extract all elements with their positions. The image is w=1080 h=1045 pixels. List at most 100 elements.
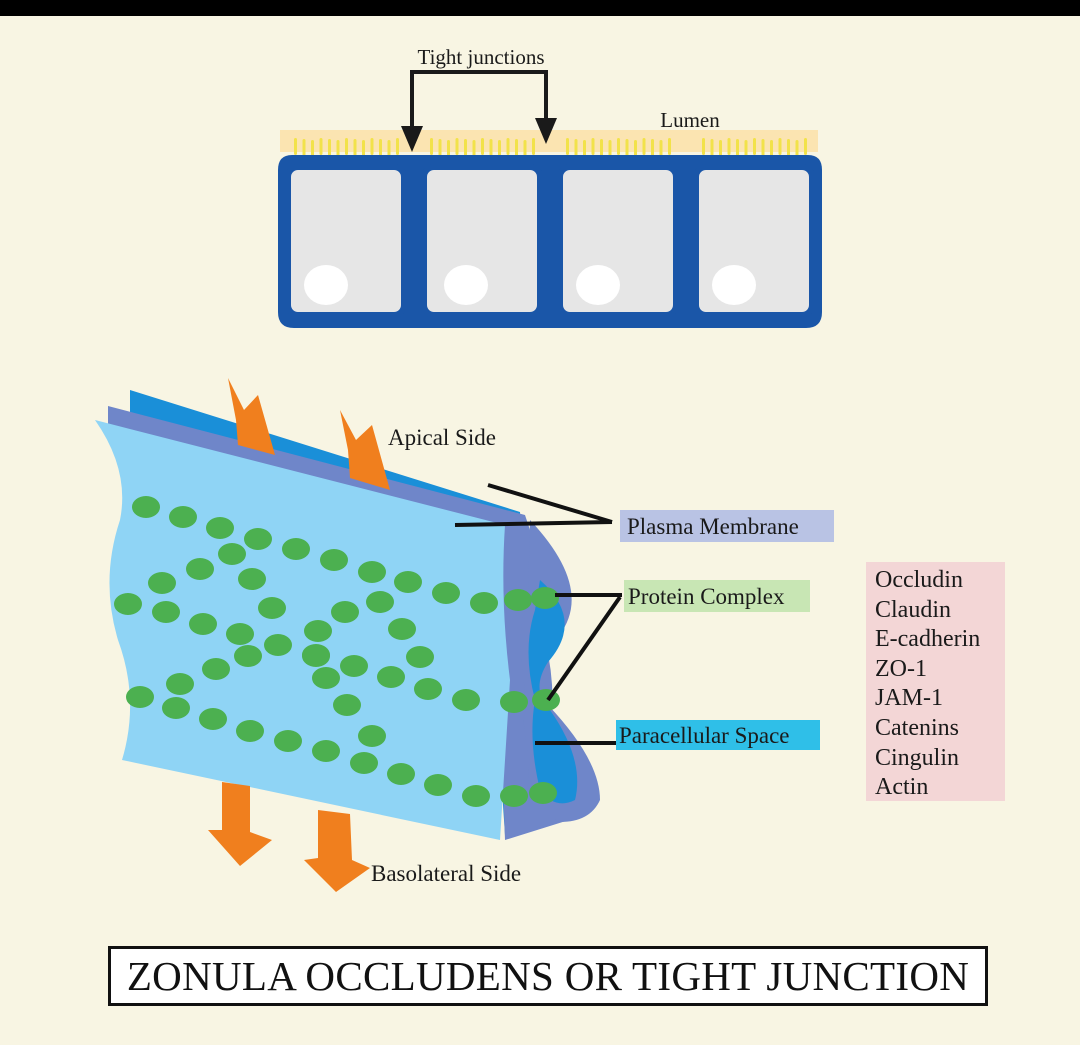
microvillus (387, 140, 391, 157)
protein-item: Cingulin (875, 744, 960, 771)
microvillus (795, 140, 799, 157)
cell-nucleus (576, 265, 620, 305)
top-black-bar (0, 0, 1080, 16)
protein-particle (504, 589, 532, 611)
microvillus (515, 139, 518, 156)
protein-particle (114, 593, 142, 615)
protein-particle (132, 496, 160, 518)
protein-particle (236, 720, 264, 742)
protein-particle (333, 694, 361, 716)
protein-particle (358, 725, 386, 747)
protein-complex-label-bg (624, 580, 810, 612)
protein-particle (531, 587, 559, 609)
microvillus (481, 138, 484, 155)
microvillus (302, 139, 306, 156)
protein-list: Occludin Claudin E-cadherin ZO-1 JAM-1 C… (866, 562, 1005, 801)
protein-particle (199, 708, 227, 730)
protein-particle (258, 597, 286, 619)
bracket-line (410, 70, 548, 136)
paracellular-space-label: Paracellular Space (619, 723, 790, 748)
plasma-leader-2 (454, 520, 613, 527)
microvillus (727, 138, 731, 155)
microvillus (353, 139, 357, 156)
protein-particle (238, 568, 266, 590)
protein-particle (169, 506, 197, 528)
basolateral-side-label: Basolateral Side (371, 861, 521, 886)
protein-particle (387, 763, 415, 785)
microvillus (396, 138, 399, 155)
protein-particle (218, 543, 246, 565)
lumen-label: Lumen (660, 108, 720, 132)
tight-junction-bracket (410, 70, 548, 136)
protein-particle (462, 785, 490, 807)
protein-particle (302, 644, 330, 666)
basolateral-arrow-2 (304, 810, 370, 892)
protein-particle (312, 740, 340, 762)
microvillus (710, 139, 714, 156)
cell-nucleus (304, 265, 348, 305)
microvillus (778, 138, 782, 155)
paracellular-space-label-bg (616, 720, 820, 750)
microvillus (294, 138, 297, 155)
protein-particle (126, 686, 154, 708)
protein-item: JAM-1 (875, 685, 944, 712)
protein-particle (162, 697, 190, 719)
protein-particle (148, 572, 176, 594)
protein-particle (358, 561, 386, 583)
microvillus (642, 138, 646, 155)
protein-item: Claudin (875, 596, 951, 623)
protein-particle (470, 592, 498, 614)
protein-particle (320, 549, 348, 571)
protein-particle (432, 582, 460, 604)
diagram-title: ZONULA OCCLUDENS OR TIGHT JUNCTION (108, 946, 988, 1006)
cell-nucleus (712, 265, 756, 305)
protein-particle (424, 774, 452, 796)
microvillus (311, 140, 314, 157)
microvillus (438, 139, 442, 156)
tight-junctions-label: Tight junctions (417, 45, 544, 69)
protein-particle (226, 623, 254, 645)
protein-particle (388, 618, 416, 640)
protein-particle (340, 655, 368, 677)
apical-side-label: Apical Side (388, 425, 496, 450)
microvillus (489, 139, 493, 156)
protein-particle (189, 613, 217, 635)
basolateral-arrows (208, 782, 370, 892)
protein-particle (406, 646, 434, 668)
microvillus (566, 138, 569, 155)
apical-arrow-1 (228, 378, 275, 455)
protein-particle (202, 658, 230, 680)
microvillus (625, 139, 629, 156)
microvillus (455, 138, 459, 155)
microvillus (370, 138, 374, 155)
microvillus (804, 138, 807, 155)
protein-particle (274, 730, 302, 752)
microvillus (506, 138, 510, 155)
protein-leader-2 (546, 595, 622, 702)
protein-particle (366, 591, 394, 613)
apical-arrows (228, 378, 390, 490)
microvillus (770, 140, 773, 157)
microvillus (617, 138, 620, 155)
protein-particle (350, 752, 378, 774)
protein-particle (304, 620, 332, 642)
microvillus (719, 140, 722, 157)
membrane-closeup (95, 390, 600, 840)
protein-particle (331, 601, 359, 623)
protein-item: Occludin (875, 567, 963, 593)
protein-particle (264, 634, 292, 656)
protein-particle (234, 645, 262, 667)
microvillus (744, 140, 748, 157)
microvillus (472, 140, 476, 157)
plasma-membrane-label-bg (620, 510, 834, 542)
mid-membrane-sheet (108, 406, 585, 840)
microvillus (319, 138, 323, 155)
protein-particle (152, 601, 180, 623)
protein-particle (206, 517, 234, 539)
microvillus (379, 139, 382, 156)
arrowhead-left (401, 126, 423, 152)
protein-particle (186, 558, 214, 580)
plasma-membrane-label: Plasma Membrane (627, 514, 799, 539)
microvillus (464, 139, 467, 156)
